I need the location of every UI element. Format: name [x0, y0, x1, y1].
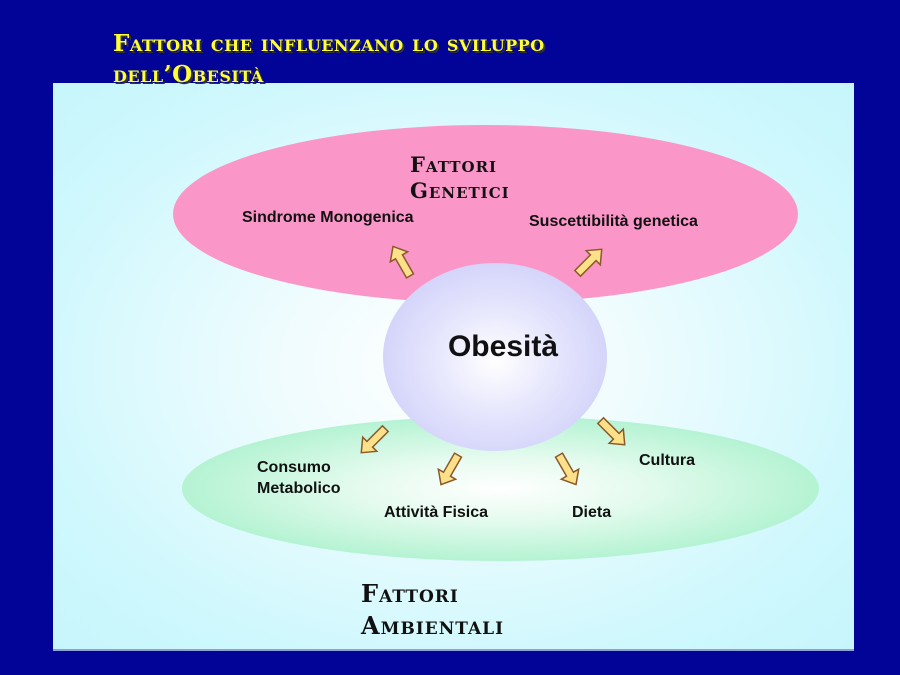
arrow-up-left-icon	[389, 245, 415, 279]
arrow-down-right-steep-icon	[554, 452, 580, 486]
label-cultura: Cultura	[639, 452, 695, 469]
label-suscettibilita-genetica: Suscettibilità genetica	[529, 213, 698, 230]
label-dieta: Dieta	[572, 504, 612, 521]
label-sindrome-monogenica: Sindrome Monogenica	[242, 209, 414, 226]
arrow-up-right-icon	[573, 248, 603, 278]
consumo-line-1: Consumo	[257, 459, 331, 476]
genetic-header-line-2: Genetici	[410, 178, 510, 203]
environmental-factors-header: Fattori Ambientali	[361, 578, 504, 642]
environmental-header-line-1: Fattori	[361, 579, 459, 608]
environmental-header-line-2: Ambientali	[361, 611, 505, 640]
panel-bottom-border	[53, 649, 854, 651]
slide-title: Fattori che influenzano lo sviluppo dell…	[113, 28, 545, 90]
title-line-2: dell’Obesità	[113, 61, 264, 88]
obesity-circle	[383, 263, 607, 451]
genetic-header-line-1: Fattori	[410, 152, 498, 177]
label-attivita-fisica: Attività Fisica	[384, 504, 489, 521]
title-line-1: Fattori che influenzano lo sviluppo	[113, 30, 545, 57]
arrow-down-right-icon	[596, 416, 626, 446]
obesity-label: Obesità	[447, 330, 559, 363]
genetic-factors-header: Fattori Genetici	[410, 152, 510, 204]
label-consumo-metabolico: Consumo Metabolico	[257, 457, 341, 499]
arrow-down-left-steep-icon	[437, 452, 463, 486]
arrow-down-left-icon	[360, 424, 390, 454]
consumo-line-2: Metabolico	[257, 480, 341, 497]
